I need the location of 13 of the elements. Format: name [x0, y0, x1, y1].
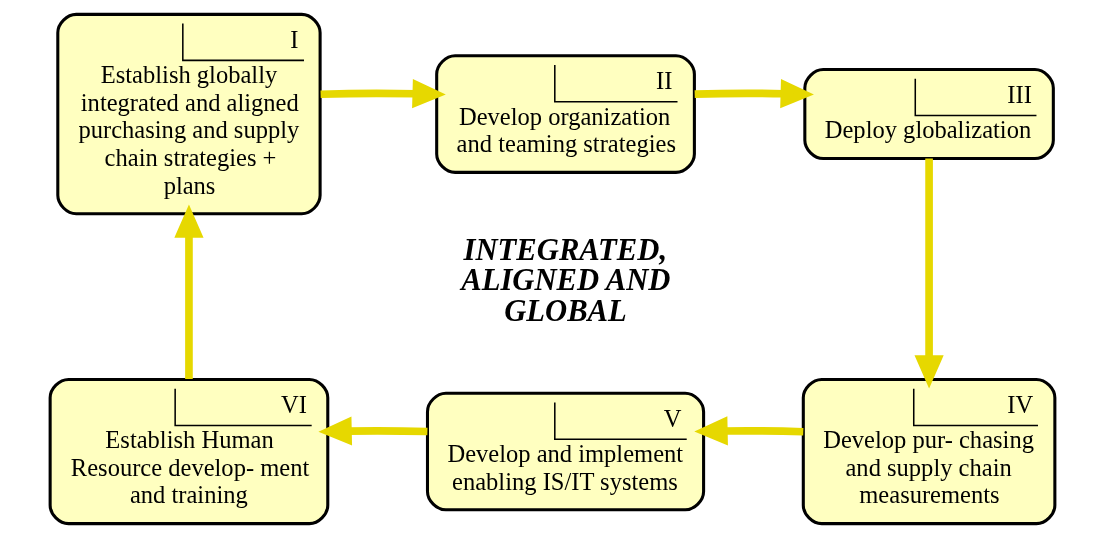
arrow [693, 416, 803, 446]
label: INTEGRATED, ALIGNED AND GLOBAL [460, 232, 670, 329]
node-box: V Develop and implement enabling IS/IT systems [425, 391, 705, 512]
arrow [694, 79, 814, 109]
node-box: VI Establish Human Resource develop- ment and training [48, 377, 329, 526]
node-box: I Establish globally integrated and aligned purchasing and supply chain strategies + plans [55, 12, 322, 216]
arrow [317, 416, 428, 446]
arrow [914, 158, 944, 389]
arrow [173, 204, 204, 380]
node-box: III Deploy globalization [802, 68, 1055, 161]
node-box: IV Develop pur- chasing and supply chain measurements [801, 377, 1056, 526]
node-box: II Develop organization and teaming strategies [434, 54, 696, 174]
arrow [320, 79, 446, 109]
